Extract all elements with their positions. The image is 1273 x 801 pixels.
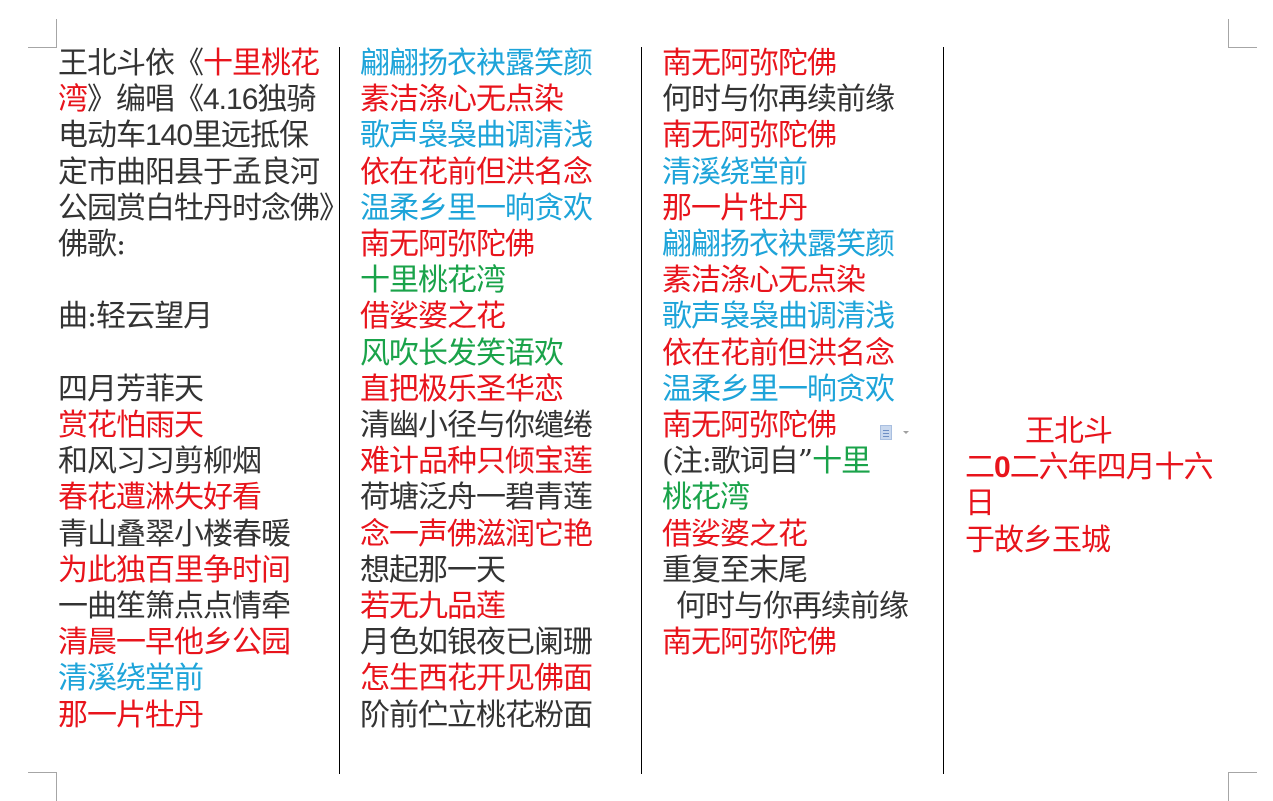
column-3: 南无阿弥陀佛 何时与你再续前缘 南无阿弥陀佛 清溪绕堂前 那一片牡丹 翩翩扬衣袂… <box>662 46 937 661</box>
lyric-line[interactable]: 借娑婆之花 <box>662 516 808 552</box>
lyric-line[interactable]: 借娑婆之花 <box>360 299 506 335</box>
lyric-line[interactable]: 依在花前但洪名念 <box>360 154 593 190</box>
lyric-line[interactable]: 和风习习剪柳烟 <box>58 444 262 480</box>
column-1: 王北斗依《十里桃花湾》编唱《4.16独骑电动车140里远抵保定市曲阳县于孟良河公… <box>58 46 334 734</box>
title-segment: 独骑电动车 <box>58 82 316 154</box>
lyric-line[interactable]: 为此独百里争时间 <box>58 552 291 588</box>
lyric-line[interactable]: 素洁涤心无点染 <box>360 82 564 118</box>
lyric-line[interactable]: 春花遭淋失好看 <box>58 480 262 516</box>
column-divider-3 <box>943 47 944 774</box>
lyric-line[interactable]: 南无阿弥陀佛 <box>662 46 837 81</box>
column-divider-1 <box>339 47 340 774</box>
lyric-line[interactable]: 清幽小径与你缱绻 <box>360 408 593 444</box>
lyric-line[interactable]: 温柔乡里一晌贪欢 <box>360 190 593 226</box>
blank-line <box>58 263 333 299</box>
note-line-continued[interactable]: 桃花湾 <box>662 480 750 516</box>
author-name[interactable]: 王北斗 <box>1025 414 1113 449</box>
lyric-line[interactable]: 那一片牡丹 <box>662 190 808 226</box>
lyric-line[interactable]: 南无阿弥陀佛 <box>662 118 837 154</box>
lyric-line[interactable]: 阶前伫立桃花粉面 <box>360 697 593 733</box>
lyric-line[interactable]: 清溪绕堂前 <box>58 661 204 697</box>
crop-mark-bottom-left <box>28 772 57 801</box>
note-prefix: (注:歌词自” <box>662 444 813 480</box>
lyric-line[interactable]: 难计品种只倾宝莲 <box>360 444 593 480</box>
title-segment-distance: 140 <box>145 119 193 153</box>
lyric-line[interactable]: 直把极乐圣华恋 <box>360 371 564 407</box>
blank-line <box>58 336 333 372</box>
title-segment-date: 4.16 <box>203 83 258 117</box>
lyric-line[interactable]: 四月芳菲天 <box>58 371 204 407</box>
lyric-line[interactable]: 依在花前但洪名念 <box>662 335 895 371</box>
note-line[interactable]: (注:歌词自”十里 <box>662 444 937 480</box>
lyric-line[interactable]: 那一片牡丹 <box>58 697 204 733</box>
lyric-line[interactable]: 歌声袅袅曲调清浅 <box>662 299 895 335</box>
column-4-signature: 王北斗 二0二六年四月十六日 于故乡玉城 <box>965 414 1235 559</box>
lyric-line[interactable]: 歌声袅袅曲调清浅 <box>360 118 593 154</box>
signature-date[interactable]: 二0二六年四月十六日 <box>965 450 1235 522</box>
paste-options-icon[interactable] <box>880 425 892 440</box>
lyric-line[interactable]: 翩翩扬衣袂露笑颜 <box>662 227 895 263</box>
lyric-line[interactable]: 若无九品莲 <box>360 589 506 625</box>
lyric-line[interactable]: 南无阿弥陀佛 <box>360 227 535 263</box>
lyric-line[interactable]: 十里桃花湾 <box>360 263 506 299</box>
crop-mark-top-right <box>1228 19 1257 48</box>
column-divider-2 <box>641 47 642 774</box>
title-segment: 》编唱《 <box>87 82 204 118</box>
lyric-line[interactable]: 南无阿弥陀佛 <box>662 408 837 444</box>
paste-options-dropdown-icon[interactable] <box>903 431 909 434</box>
signature-place[interactable]: 于故乡玉城 <box>965 522 1111 558</box>
lyric-line[interactable]: 素洁涤心无点染 <box>662 263 866 299</box>
lyric-line[interactable]: 怎生西花开见佛面 <box>360 661 593 697</box>
column-2: 翩翩扬衣袂露笑颜 素洁涤心无点染 歌声袅袅曲调清浅 依在花前但洪名念 温柔乡里一… <box>360 46 635 734</box>
title-segment-highlight: 十里桃花湾 <box>58 46 320 118</box>
lyric-line[interactable]: 想起那一天 <box>360 552 506 588</box>
note-highlight: 十里 <box>812 444 871 480</box>
crop-mark-bottom-right <box>1228 772 1257 801</box>
lyric-line[interactable]: 念一声佛滋润它艳 <box>360 516 593 552</box>
date-part: 二六年四月十六日 <box>965 450 1214 522</box>
lyric-line[interactable]: 何时与你再续前缘 <box>676 589 909 625</box>
title-segment: 王北斗依《 <box>58 46 204 81</box>
lyric-line[interactable]: 风吹长发笑语欢 <box>360 335 564 371</box>
lyric-line[interactable]: 翩翩扬衣袂露笑颜 <box>360 46 593 81</box>
lyric-line[interactable]: 清溪绕堂前 <box>662 154 808 190</box>
lyric-line[interactable]: 月色如银夜已阑珊 <box>360 625 593 661</box>
lyric-line[interactable]: 赏花怕雨天 <box>58 408 204 443</box>
lyric-line[interactable]: 青山叠翠小楼春暖 <box>58 516 291 552</box>
date-zero: 0 <box>994 451 1011 485</box>
lyric-line[interactable]: 何时与你再续前缘 <box>662 82 895 118</box>
lyric-line[interactable]: 荷塘泛舟一碧青莲 <box>360 480 593 516</box>
lyric-line[interactable]: 重复至末尾 <box>662 552 808 588</box>
lyric-line[interactable]: 南无阿弥陀佛 <box>662 625 837 661</box>
lyric-line[interactable]: 温柔乡里一晌贪欢 <box>662 371 895 407</box>
lyric-line[interactable]: 一曲笙箫点点情牵 <box>58 589 291 625</box>
song-title[interactable]: 王北斗依《十里桃花湾》编唱《4.16独骑电动车140里远抵保定市曲阳县于孟良河公… <box>58 46 334 263</box>
crop-mark-top-left <box>28 19 57 48</box>
lyric-line[interactable]: 清晨一早他乡公园 <box>58 625 291 661</box>
title-segment: 里远抵保定市曲阳县于孟良河公园赏白牡丹时念佛》佛歌: <box>58 118 334 263</box>
tune-line[interactable]: 曲:轻云望月 <box>58 299 213 335</box>
date-part: 二 <box>965 450 995 486</box>
